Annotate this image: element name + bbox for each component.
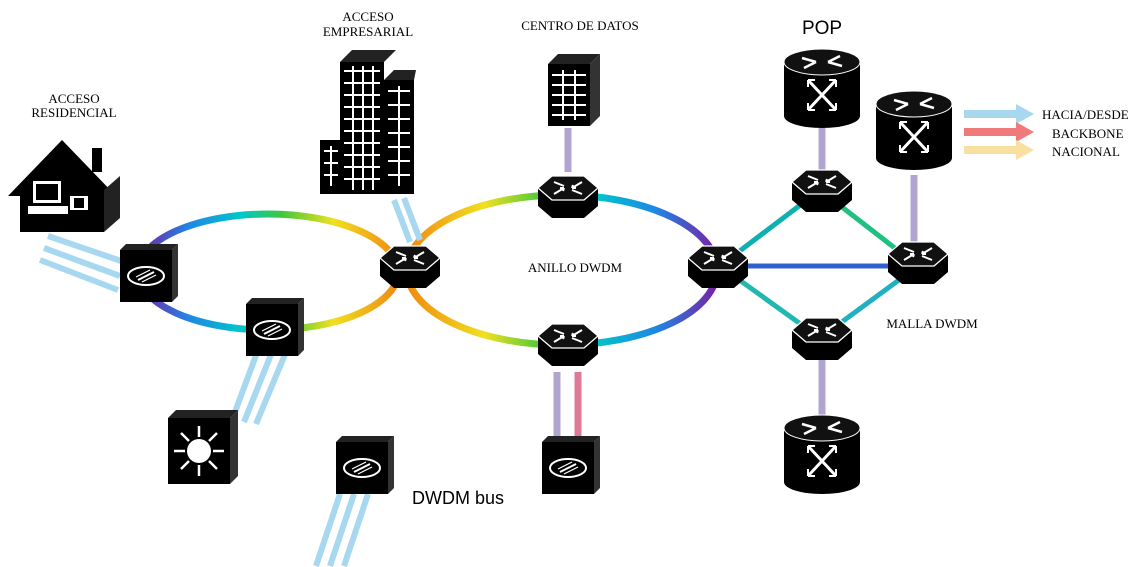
optical-switch-icon: [541, 435, 601, 495]
residential-label-line1: ACCESO: [48, 91, 99, 106]
residential-label-line2: RESIDENCIAL: [31, 105, 116, 120]
mesh-label: MALLA DWDM: [886, 316, 978, 331]
datacenter-building-icon: [548, 54, 600, 126]
business-label-line1: ACCESO: [342, 9, 393, 24]
optical-switch-icon: [245, 297, 305, 357]
backbone-label-line1: HACIA/DESDE: [1042, 107, 1129, 122]
router-icon: [537, 323, 599, 367]
access-fibers: [38, 196, 423, 567]
house-icon: [8, 140, 120, 232]
pop-router-icon: [782, 47, 862, 130]
router-icon: [791, 169, 853, 213]
router-icon: [687, 245, 749, 289]
pop-router-icon: [874, 89, 954, 172]
optical-switch-icon: [119, 243, 179, 303]
business-label-line2: EMPRESARIAL: [323, 24, 413, 39]
bus-label: DWDM bus: [412, 488, 504, 508]
ring-label: ANILLO DWDM: [528, 260, 623, 275]
atm-switch-icon: [168, 410, 238, 484]
office-building-icon: [320, 50, 416, 194]
pop-router-icon: [782, 413, 862, 496]
pop-label: POP: [802, 18, 842, 39]
optical-switch-icon: [335, 435, 395, 495]
backbone-label-line3: NACIONAL: [1052, 144, 1120, 159]
lavender-links: [553, 128, 918, 442]
backbone-label-line2: BACKBONE: [1052, 126, 1124, 141]
router-icon: [379, 245, 441, 289]
router-icon: [791, 317, 853, 361]
backbone-arrows: [964, 104, 1034, 160]
router-icon: [887, 241, 949, 285]
datacenter-label: CENTRO DE DATOS: [521, 18, 639, 33]
router-icon: [537, 175, 599, 219]
